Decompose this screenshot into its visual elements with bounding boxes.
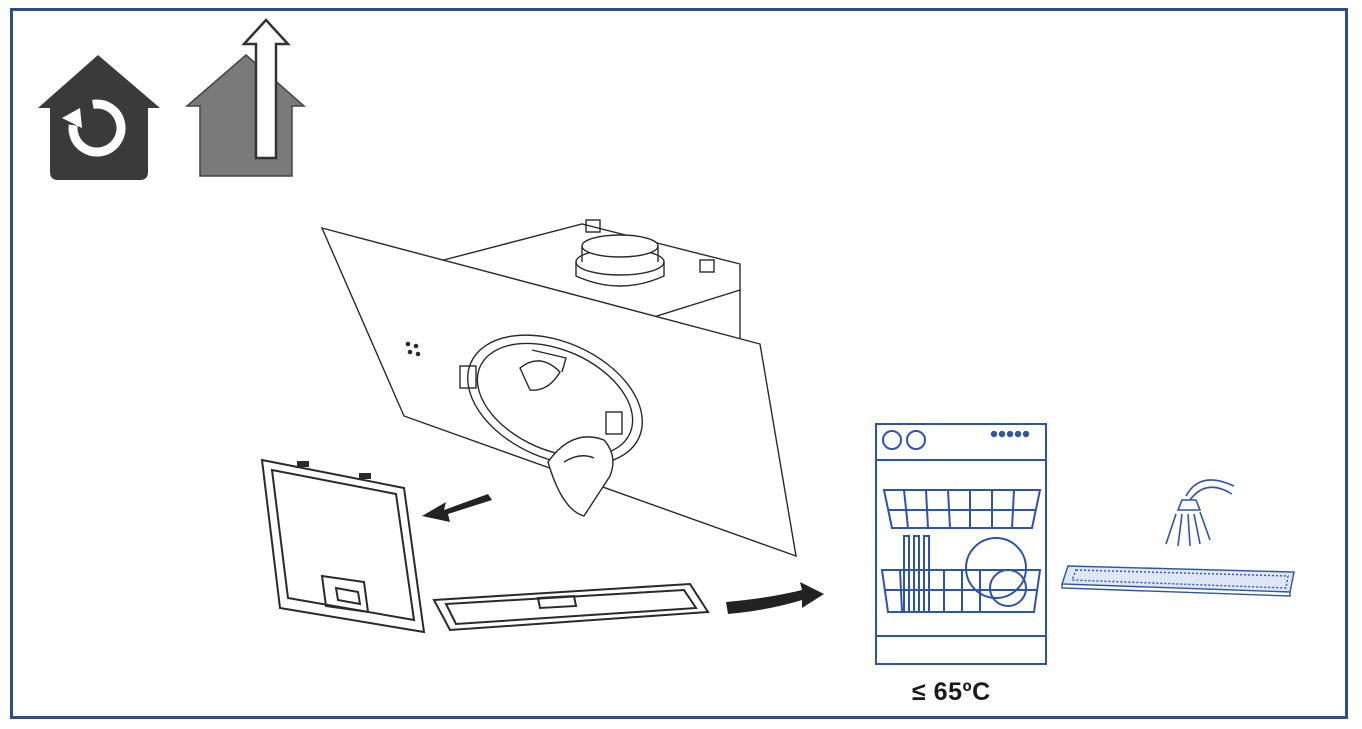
grease-filter-removed <box>260 458 426 634</box>
cooker-hood-illustration <box>320 219 797 558</box>
house-recirculation-icon <box>38 55 160 180</box>
max-temperature-label: ≤ 65ºC <box>912 678 991 706</box>
grease-filter-flat <box>432 582 710 632</box>
diagram-frame <box>10 8 1348 719</box>
dishwasher-icon <box>875 423 1047 665</box>
grease-filter-rinse <box>1061 565 1295 597</box>
to-dishwasher-arrow-icon <box>726 582 824 614</box>
water-rinse-icon <box>1165 479 1235 547</box>
house-extraction-icon <box>184 18 306 177</box>
remove-arrow-icon <box>422 494 492 522</box>
